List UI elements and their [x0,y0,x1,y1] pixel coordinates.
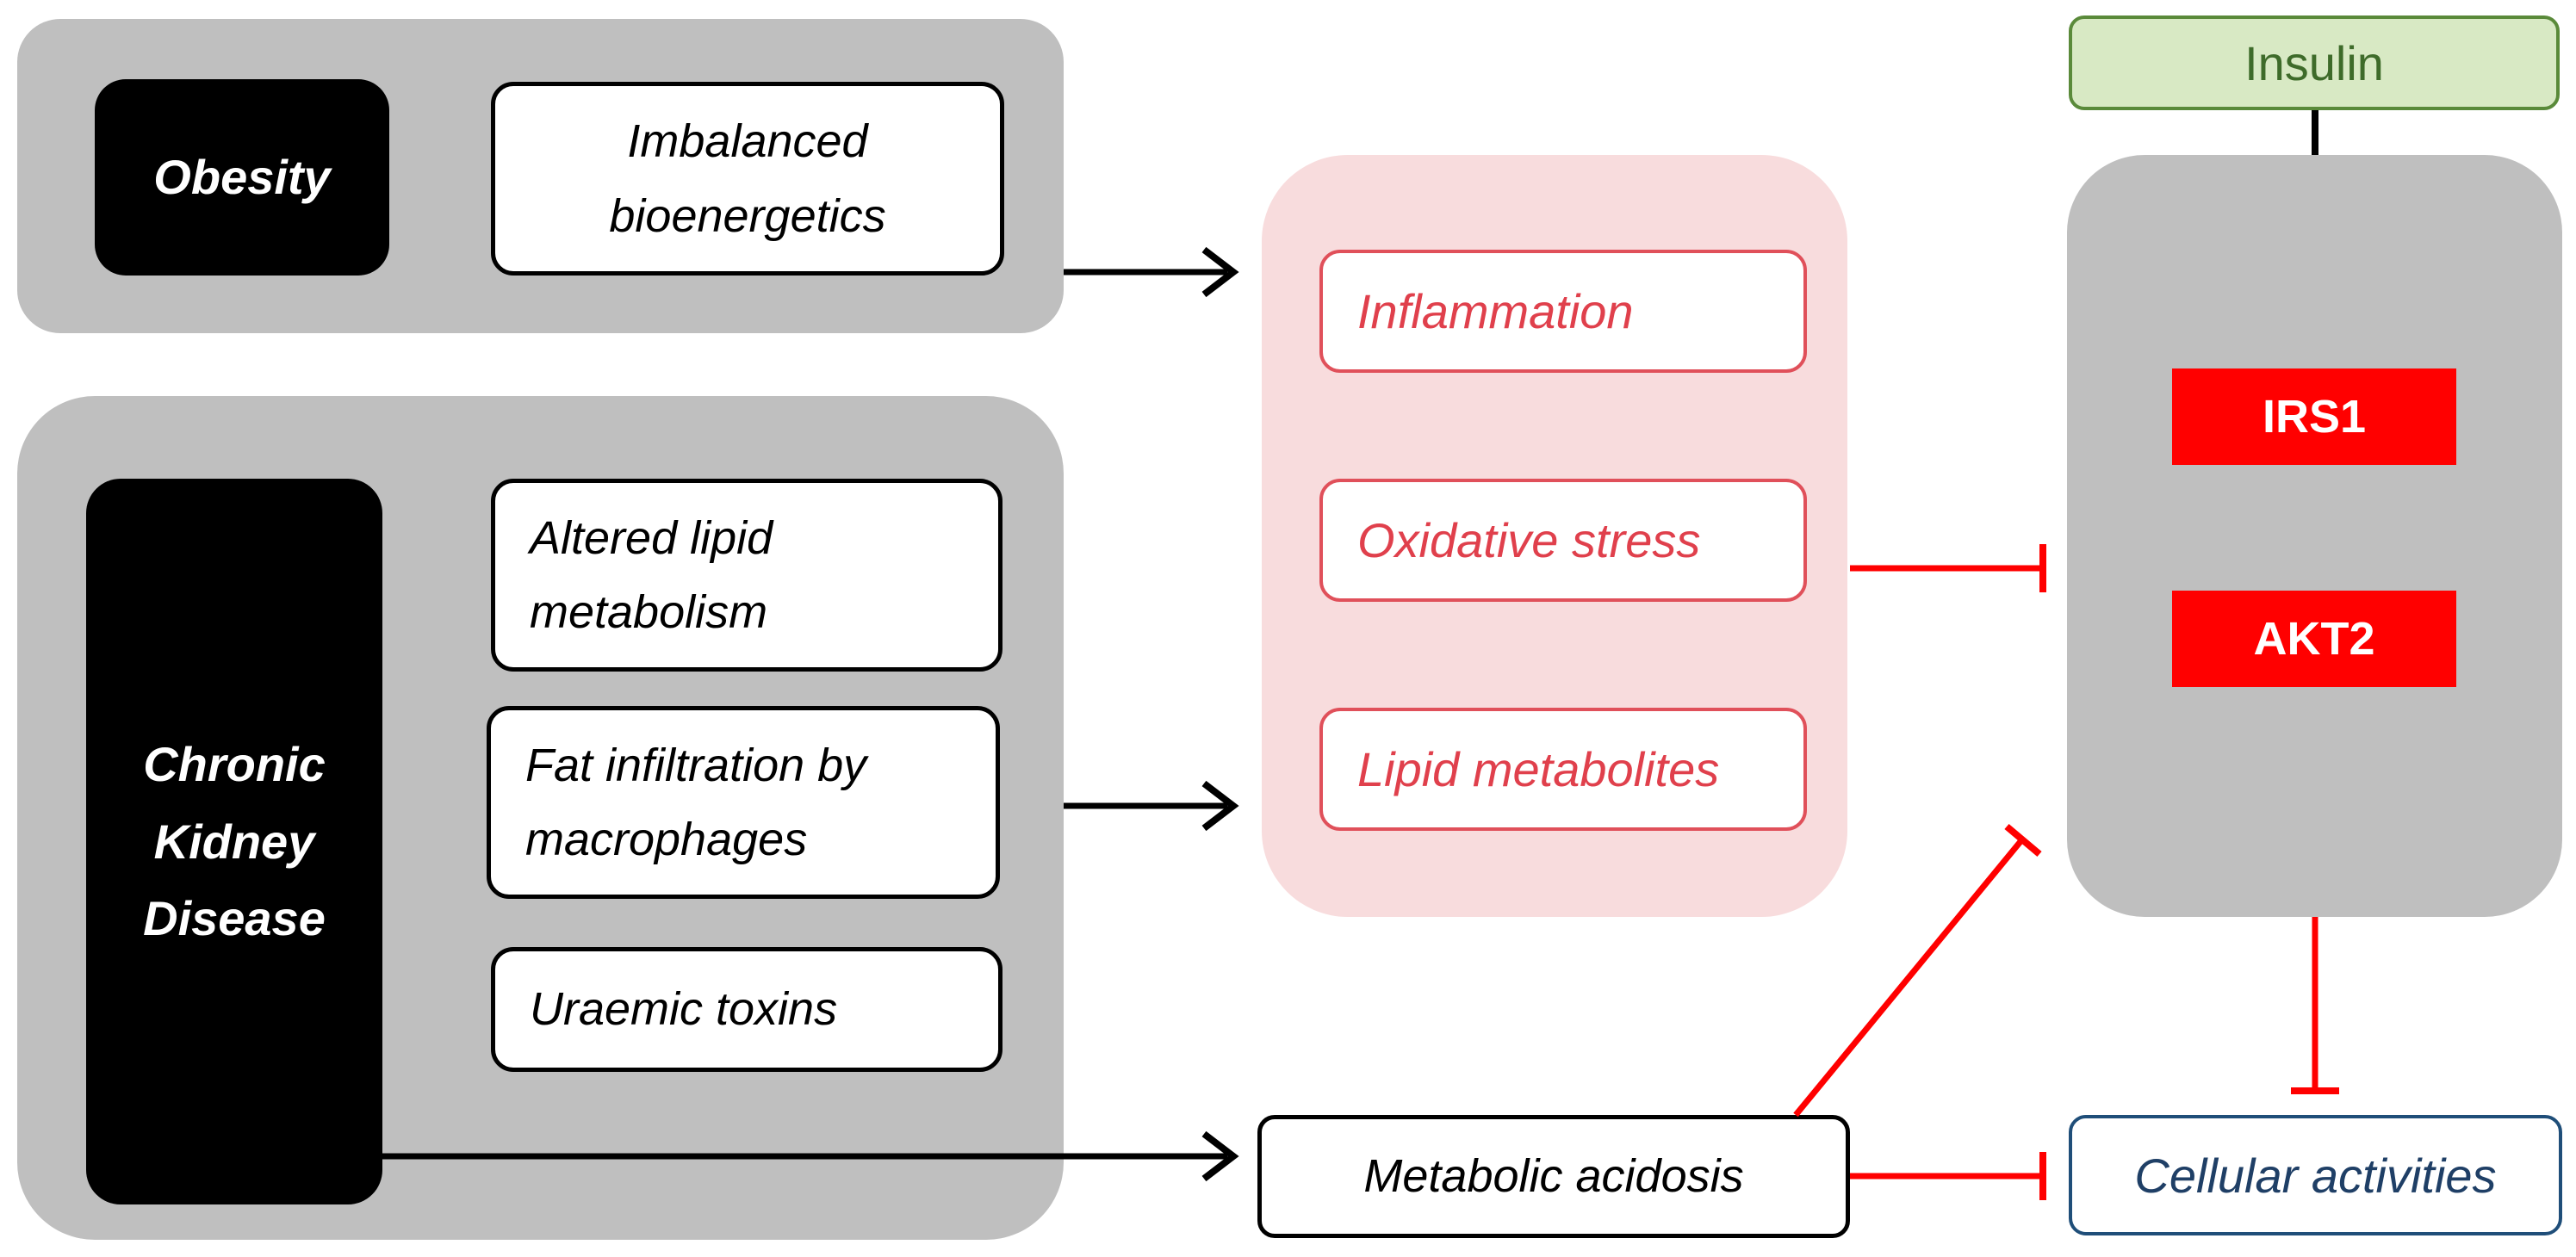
acidosis-signaling-inhibition-line [1793,837,2025,1118]
fat-infiltration-box: Fat infiltration by macrophages [487,706,1000,899]
cellular-activities-box: Cellular activities [2069,1115,2562,1235]
lipid-metabolites-text: Lipid metabolites [1357,742,1720,796]
metabolic-acidosis-text: Metabolic acidosis [1363,1150,1744,1203]
obesity-label: Obesity [95,79,389,276]
lipid-metabolites-box: Lipid metabolites [1319,708,1807,831]
cellular-activities-text: Cellular activities [2134,1148,2497,1203]
acidosis-arrow-head [1201,1130,1239,1182]
ckd-arrow-head [1201,780,1239,832]
obesity-arrow-head [1201,246,1239,298]
akt2-label: AKT2 [2172,591,2456,687]
uraemic-toxins-box: Uraemic toxins [491,947,1002,1072]
oxidative-stress-text: Oxidative stress [1357,513,1701,567]
uraemic-toxins-text: Uraemic toxins [530,983,838,1036]
altered-lipid-metabolism-box: Altered lipid metabolism [491,479,1002,672]
imbalanced-bioenergetics-box: Imbalanced bioenergetics [491,82,1004,276]
irs1-label: IRS1 [2172,368,2456,465]
inflammation-text: Inflammation [1357,284,1634,338]
fat-infiltration-text: Fat infiltration by macrophages [525,739,867,865]
insulin-text: Insulin [2244,35,2384,90]
imbalanced-bioenergetics-text: Imbalanced bioenergetics [609,115,886,242]
acidosis-signaling-inhibition-bar [2004,823,2042,858]
ckd-label: Chronic Kidney Disease [86,479,382,1204]
obesity-label-text: Obesity [153,150,331,205]
insulin-box: Insulin [2069,15,2560,110]
metabolic-acidosis-box: Metabolic acidosis [1257,1115,1850,1238]
ckd-label-text: Chronic Kidney Disease [143,737,326,946]
insulin-signaling-panel [2067,155,2562,917]
altered-lipid-metabolism-text: Altered lipid metabolism [530,511,773,638]
irs1-text: IRS1 [2262,391,2367,443]
oxidative-stress-box: Oxidative stress [1319,479,1807,602]
akt2-text: AKT2 [2253,613,2375,665]
inflammation-box: Inflammation [1319,250,1807,373]
